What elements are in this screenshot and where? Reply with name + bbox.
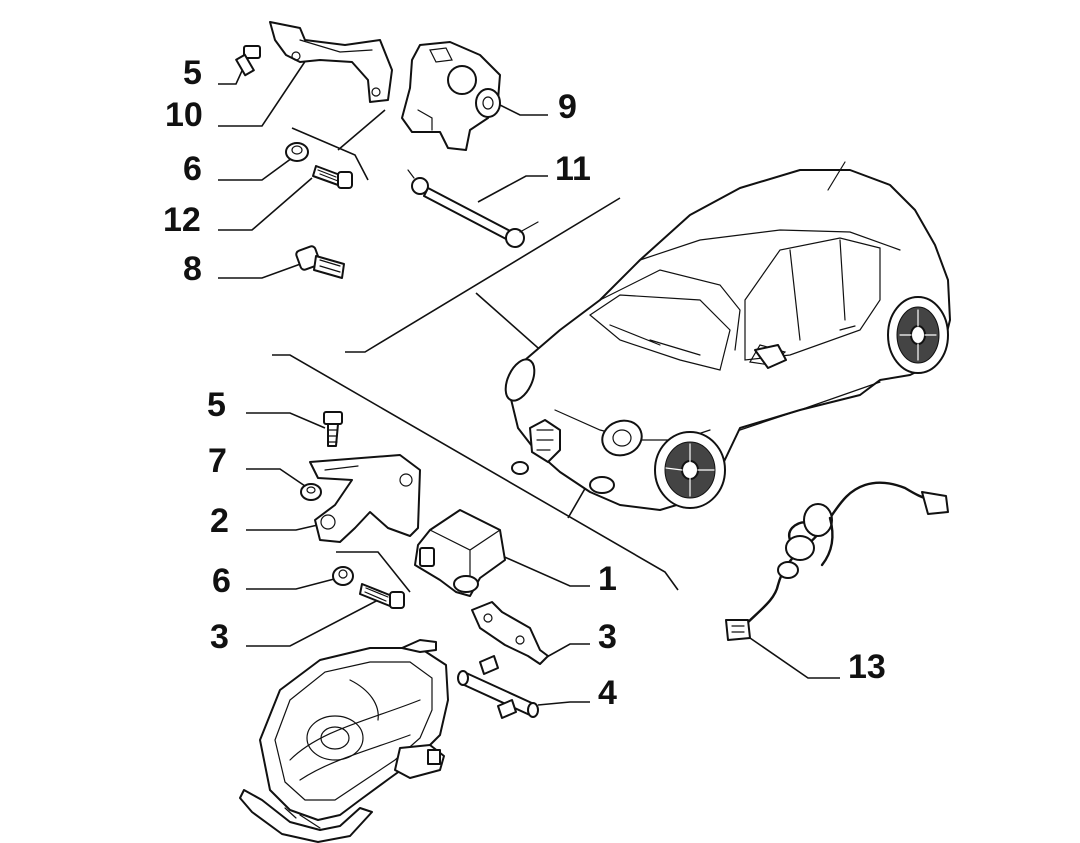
callout-8: 8: [183, 250, 202, 288]
leader-11: [477, 175, 548, 203]
bolt-5-top: [235, 45, 261, 77]
leader-12: [218, 177, 313, 231]
bracket-3: [471, 601, 549, 665]
callout-4: 4: [598, 674, 617, 712]
callout-2: 2: [210, 502, 229, 540]
leader-8: [218, 261, 307, 279]
leader-6-top: [218, 157, 293, 181]
car-illustration: [504, 161, 951, 511]
callout-12: 12: [163, 201, 201, 239]
callout-3-left: 3: [210, 618, 229, 656]
bolt-8: [295, 245, 345, 279]
leader-3-right: [544, 643, 590, 659]
callout-6-top: 6: [183, 150, 202, 188]
bracket-2: [309, 454, 421, 543]
bolt-3-left: [359, 583, 405, 609]
nut-6-top: [285, 142, 309, 162]
pivot-bar-4: [457, 655, 539, 719]
link-rod-11: [407, 169, 539, 248]
leader-3-left: [246, 597, 383, 647]
leader-lines: [218, 59, 840, 706]
leader-1: [499, 554, 590, 587]
bolt-12: [312, 165, 353, 189]
leader-6-mid: [246, 577, 339, 590]
callout-9: 9: [558, 88, 577, 126]
bracket-10: [269, 21, 393, 103]
callout-5-top: 5: [183, 54, 202, 92]
callout-11: 11: [555, 150, 591, 188]
callout-1: 1: [598, 560, 617, 598]
callout-6-mid: 6: [212, 562, 231, 600]
bolt-5-mid: [323, 411, 343, 447]
leader-2: [246, 523, 323, 531]
wiring-harness-13: [725, 481, 949, 641]
nut-6-mid: [332, 566, 354, 586]
callout-3-right: 3: [598, 618, 617, 656]
headlamp-assembly: [239, 639, 449, 843]
callout-7: 7: [208, 442, 227, 480]
leader-13: [749, 637, 840, 679]
engine-mount-9: [401, 41, 501, 151]
callout-5-mid: 5: [207, 386, 226, 424]
callout-10: 10: [165, 96, 203, 134]
leader-4: [537, 701, 590, 706]
nut-7: [300, 483, 322, 501]
leader-5-mid: [246, 412, 326, 429]
leader-7: [246, 468, 306, 487]
callout-13: 13: [848, 648, 886, 686]
leader-10: [218, 59, 307, 127]
level-sensor-1: [414, 509, 506, 597]
